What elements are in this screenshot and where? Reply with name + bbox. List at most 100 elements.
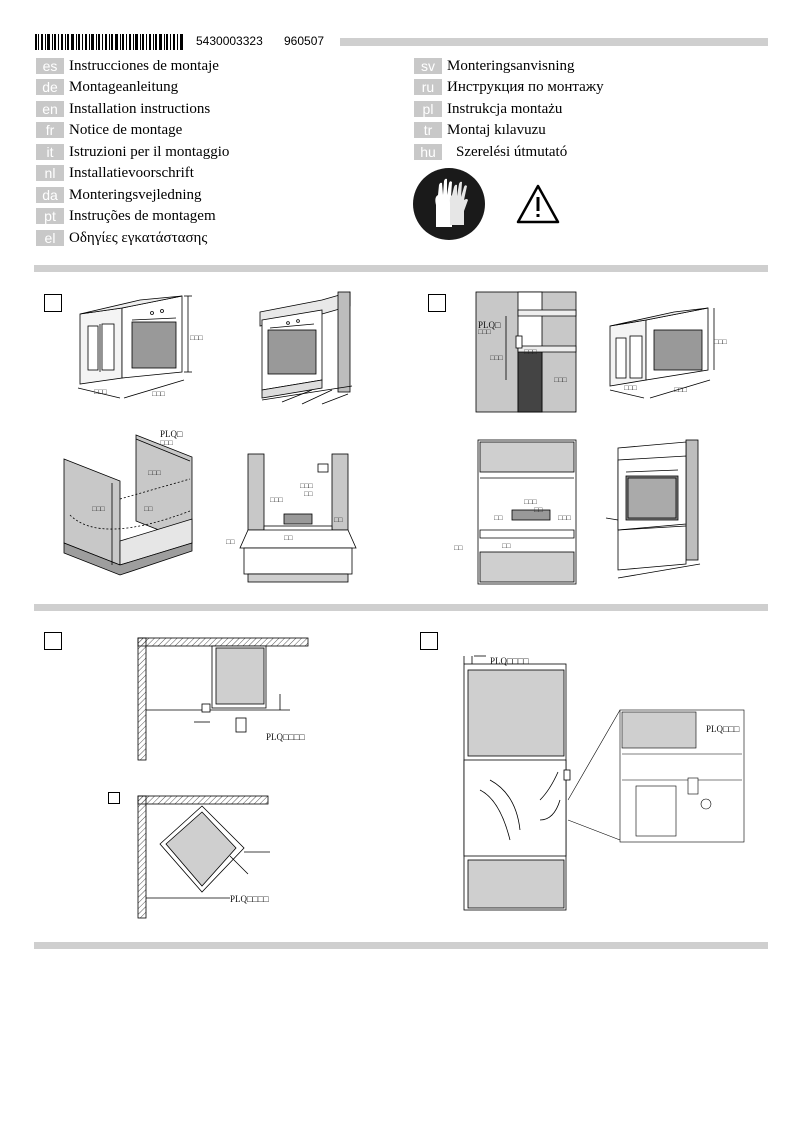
base-cabinet-drawing: PLQ□ □□□ □□□ □□□ □□ [63, 429, 193, 576]
dimension-label: □□ [454, 545, 463, 552]
dimension-label: □□ [494, 515, 503, 522]
dimension-label: □□□ [490, 355, 503, 362]
language-title: Montageanleitung [69, 78, 179, 95]
dimension-label: □□□ [624, 385, 637, 392]
ventilation-detail-drawing: PLQ□□□ [567, 709, 745, 843]
language-tr: tr Montaj kılavuzu [414, 121, 546, 139]
language-code: tr [414, 122, 442, 138]
language-title: Montaj kılavuzu [447, 121, 546, 138]
dimension-label: □□□ [524, 499, 537, 506]
language-title: Οδηγίες εγκατάστασης [69, 229, 208, 246]
language-code: nl [36, 165, 64, 181]
dimension-label: □□ [284, 535, 293, 542]
language-el: el Οδηγίες εγκατάστασης [36, 229, 207, 247]
dimension-label: □□ [334, 517, 343, 524]
ventilation-tall-cabinet-drawing: PLQ□□□□ [463, 655, 571, 911]
language-title: Instrucciones de montaje [69, 57, 219, 74]
oven-in-cabinet-drawing [259, 291, 353, 405]
dimension-label: □□ [304, 491, 313, 498]
dimension-label: □□□ [270, 497, 283, 504]
gloves-icon [413, 168, 485, 240]
language-ru: ru Инструкция по монтажу [414, 78, 604, 96]
language-title: Monteringsvejledning [69, 186, 202, 203]
section-divider [34, 942, 768, 949]
document-date-code: 960507 [284, 34, 325, 48]
cabinet-cross-section-drawing: □□□ □□□ □□ □□ □□ □□ [226, 453, 357, 583]
language-title: Installation instructions [69, 100, 211, 117]
oven-dimension-drawing-2: □□□ □□□ □□□ [609, 307, 727, 399]
language-nl: nl Installatievoorschrift [36, 164, 194, 182]
language-title: Notice de montage [69, 121, 183, 138]
warning-triangle-icon [516, 184, 560, 224]
language-code: pl [414, 101, 442, 117]
language-title: Szerelési útmutató [456, 143, 568, 160]
dimension-label: □□□ [558, 515, 571, 522]
tall-cabinet-drawing: PLQ□ □□□ □□□ □□□ □□□ [475, 291, 577, 413]
section-divider [34, 604, 768, 611]
language-da: da Monteringsvejledning [36, 186, 201, 204]
language-code: es [36, 58, 64, 74]
document-code: 5430003323 [196, 34, 263, 48]
step-box-2 [428, 294, 446, 312]
dimension-label: □□□ [524, 349, 537, 356]
language-sv: sv Monteringsanvisning [414, 57, 575, 75]
plq-label: PLQ□ [160, 429, 183, 439]
language-code: sv [414, 58, 442, 74]
oven-dimension-drawing: □□□ □□□ □□□ [77, 295, 203, 399]
language-de: de Montageanleitung [36, 78, 178, 96]
language-title: Инструкция по монтажу [447, 78, 604, 95]
language-code: fr [36, 122, 64, 138]
diagonal-corner-installation-drawing: PLQ□□□□ [137, 795, 270, 919]
dimension-label: □□□ [300, 483, 313, 490]
plq-label: PLQ□□□□ [266, 732, 305, 742]
step-box-1 [44, 294, 62, 312]
dimension-label: □□ [144, 506, 153, 513]
dimension-label: □□ [502, 543, 511, 550]
header-bar [340, 38, 768, 46]
language-title: Instruções de montagem [69, 207, 216, 224]
language-es: es Instrucciones de montaje [36, 57, 219, 75]
language-code: el [36, 230, 64, 246]
dimension-label: □□□ [160, 440, 173, 447]
dimension-label: □□□ [92, 506, 105, 513]
language-code: hu [414, 144, 442, 160]
language-it: it Istruzioni per il montaggio [36, 143, 229, 161]
language-title: Monteringsanvisning [447, 57, 575, 74]
language-title: Instrukcja montażu [447, 100, 563, 117]
barcode [35, 34, 183, 50]
dimension-label: □□ [534, 507, 543, 514]
plq-label: PLQ□ [478, 320, 501, 330]
dimension-label: □□□ [478, 329, 491, 336]
language-code: de [36, 79, 64, 95]
plq-label: PLQ□□□□ [230, 894, 269, 904]
language-code: da [36, 187, 64, 203]
language-code: en [36, 101, 64, 117]
language-fr: fr Notice de montage [36, 121, 182, 139]
language-code: pt [36, 208, 64, 224]
plq-label: PLQ□□□□ [490, 656, 529, 666]
language-title: Installatievoorschrift [69, 164, 194, 181]
language-pl: pl Instrukcja montażu [414, 100, 562, 118]
oven-in-tall-cabinet-drawing [605, 439, 701, 579]
language-title: Istruzioni per il montaggio [69, 143, 230, 160]
step-box-3 [44, 632, 62, 650]
dimension-label: □□□ [94, 389, 107, 396]
dimension-label: □□ [226, 539, 235, 546]
language-code: ru [414, 79, 442, 95]
dimension-label: □□□ [714, 339, 727, 346]
step-box-4 [420, 632, 438, 650]
dimension-label: □□□ [554, 377, 567, 384]
language-en: en Installation instructions [36, 100, 210, 118]
plq-label: PLQ□□□ [706, 724, 740, 734]
language-hu: hu Szerelési útmutató [414, 143, 567, 161]
dimension-label: □□□ [152, 391, 165, 398]
language-pt: pt Instruções de montagem [36, 207, 216, 225]
dimension-label: □□□ [190, 335, 203, 342]
tall-cabinet-cross-section-drawing: □□ □□□ □□ □□□ □□ □□ [454, 439, 577, 585]
step-box-3b [108, 792, 120, 804]
section-divider [34, 265, 768, 272]
language-code: it [36, 144, 64, 160]
corner-installation-plan-drawing: PLQ□□□□ [137, 637, 309, 761]
dimension-label: □□□ [674, 387, 687, 394]
dimension-label: □□□ [148, 470, 161, 477]
